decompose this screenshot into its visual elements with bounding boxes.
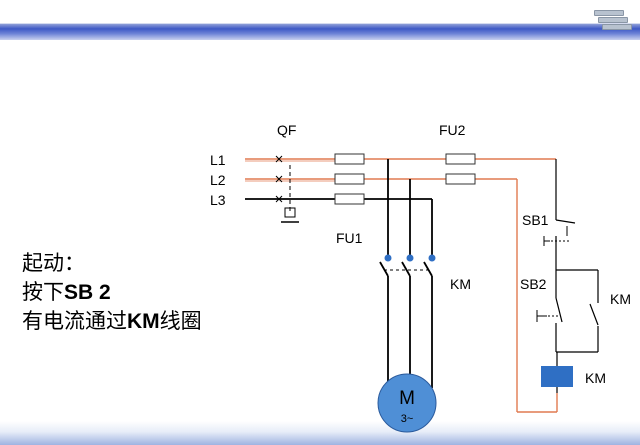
qf-breaker <box>275 155 299 223</box>
desc-start-text: 起动： <box>22 252 85 275</box>
desc-line-1: 起动： <box>22 249 202 278</box>
fu2-fuses <box>445 153 476 185</box>
fu2-label: FU2 <box>439 122 466 138</box>
motor <box>377 373 437 433</box>
km-contact-terminals <box>384 254 436 262</box>
l1-label: L1 <box>210 152 226 168</box>
km-main-contacts <box>379 261 433 388</box>
slide-header-band <box>0 0 640 40</box>
motor-phase-label: 3~ <box>401 413 414 425</box>
stacked-books-icon <box>592 10 632 32</box>
sb2-start-button <box>536 269 598 352</box>
slide-footer-band <box>0 421 640 445</box>
start-description: 起动： 按下SB 2 有电流通过KM线圈 <box>22 249 202 336</box>
km-aux-label: KM <box>610 291 631 307</box>
km-coil <box>541 366 573 393</box>
l2-label: L2 <box>210 172 226 188</box>
control-circuit-wire <box>516 179 558 413</box>
sb1-label: SB1 <box>522 212 549 228</box>
l3-line <box>245 198 433 256</box>
motor-label: M <box>399 388 415 409</box>
qf-label: QF <box>277 122 296 138</box>
fu1-fuses <box>334 153 365 205</box>
km-aux-contact <box>556 270 599 366</box>
desc-coil-text: 线圈 <box>159 310 202 333</box>
l2-line <box>245 178 517 182</box>
desc-km-text: KM <box>127 310 160 333</box>
km-main-label: KM <box>450 276 471 292</box>
l1-line <box>245 158 556 162</box>
desc-sb2-text: SB 2 <box>64 281 111 304</box>
desc-press-text: 按下 <box>22 281 64 304</box>
desc-current-text: 有电流通过 <box>22 310 127 333</box>
sb1-stop-button <box>543 159 576 270</box>
main-drop-lines <box>387 159 411 256</box>
desc-line-3: 有电流通过KM线圈 <box>22 307 202 336</box>
l3-label: L3 <box>210 192 226 208</box>
km-coil-label: KM <box>585 370 606 386</box>
fu1-label: FU1 <box>336 230 363 246</box>
sb2-label: SB2 <box>520 276 547 292</box>
desc-line-2: 按下SB 2 <box>22 278 202 307</box>
